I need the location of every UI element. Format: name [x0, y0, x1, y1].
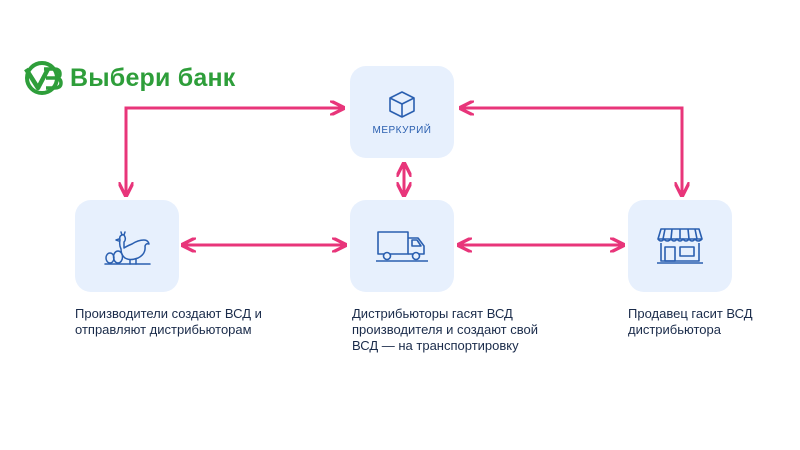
arrow-mercury-producer [126, 108, 342, 194]
caption-seller: Продавец гасит ВСД дистрибьютора [628, 306, 753, 337]
node-mercury: МЕРКУРИЙ [350, 66, 454, 158]
caption-producer: Производители создают ВСД и отправляют д… [75, 306, 262, 337]
shop-icon [657, 228, 703, 264]
brand-name: Выбери банк [70, 63, 236, 92]
node-producer [75, 200, 179, 292]
node-seller [628, 200, 732, 292]
brand-logo: Выбери банк [22, 60, 236, 96]
mercury-label: МЕРКУРИЙ [372, 124, 432, 136]
brand-logo-mark [24, 61, 63, 95]
box-icon [389, 90, 415, 118]
arrow-mercury-seller [462, 108, 682, 194]
chicken-eggs-icon [104, 231, 151, 265]
truck-icon [376, 231, 428, 262]
node-distributor [350, 200, 454, 292]
caption-distributor: Дистрибьюторы гасят ВСД производителя и … [352, 306, 538, 353]
